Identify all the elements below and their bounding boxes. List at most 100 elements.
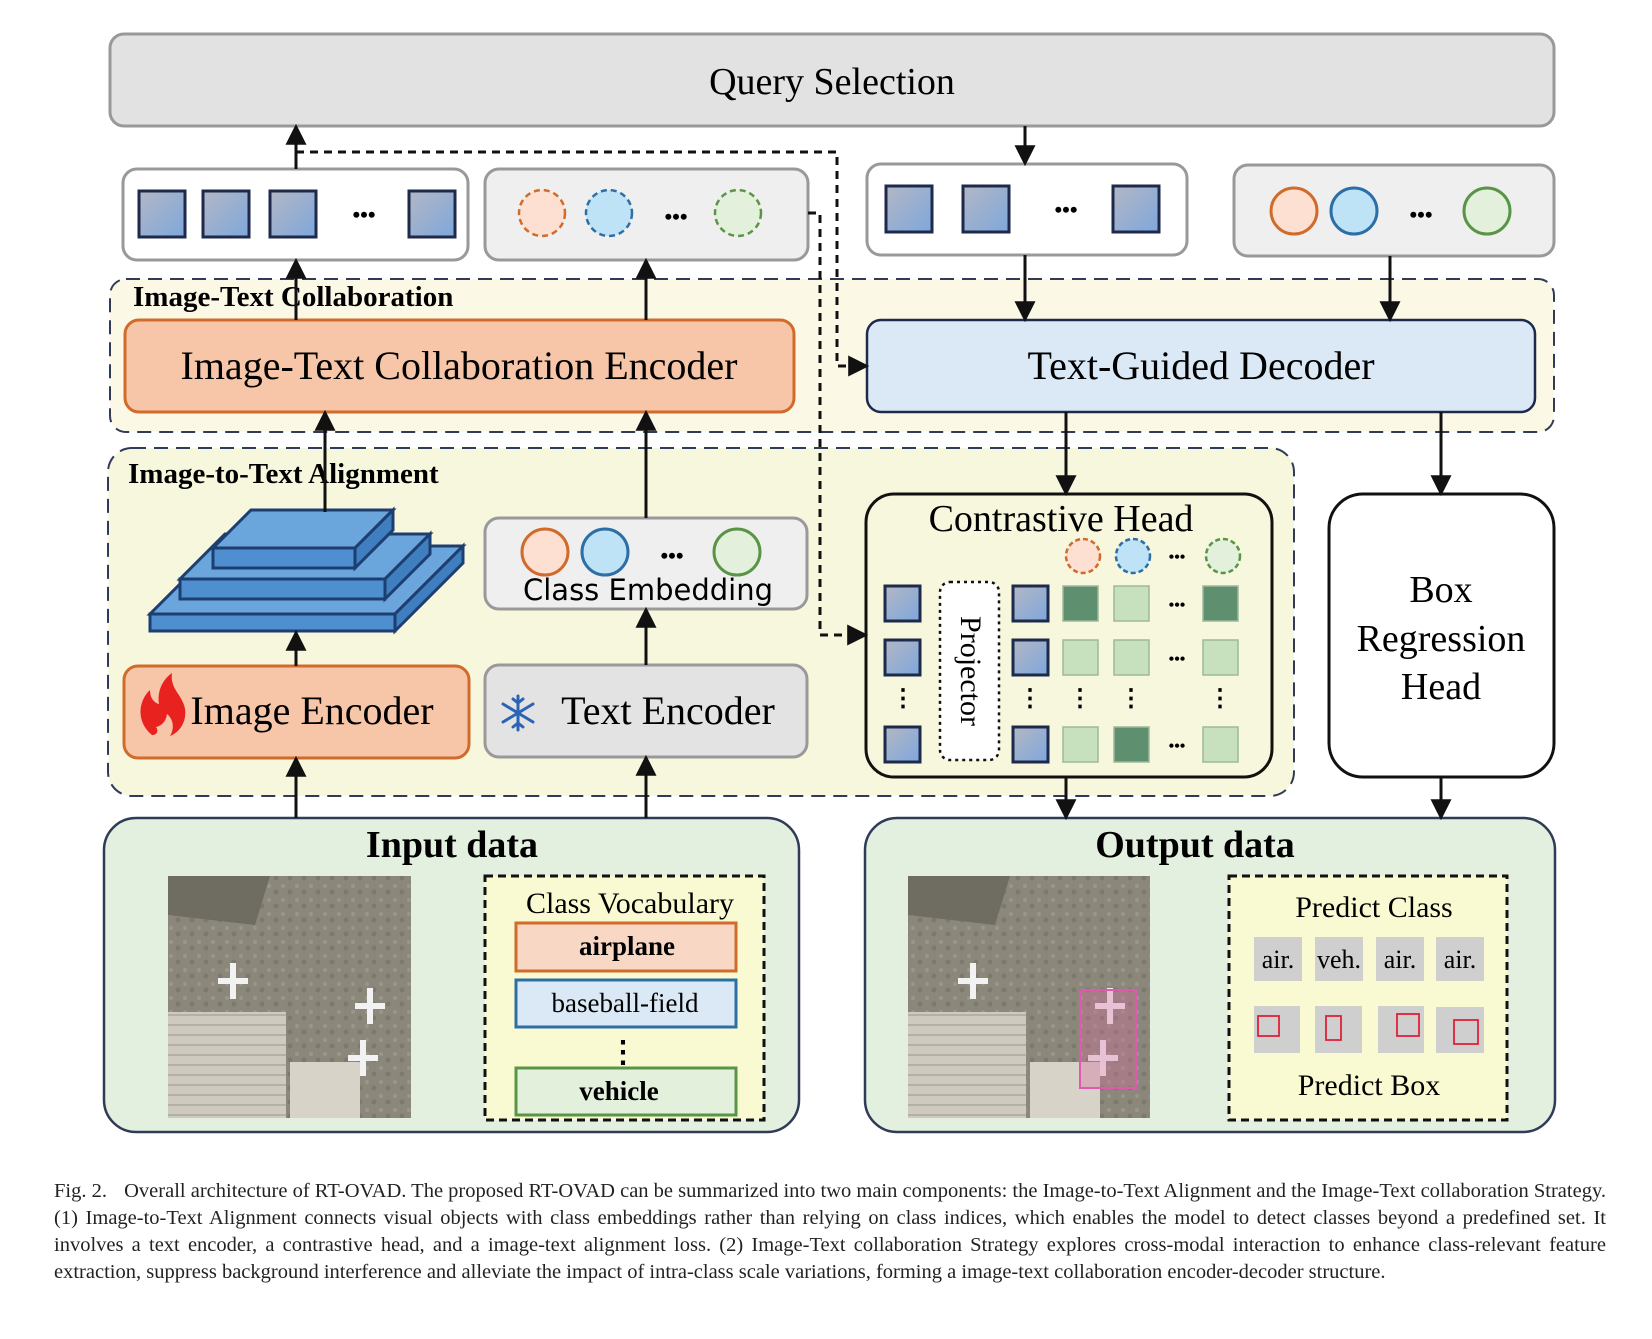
similarity-cell [1062,726,1099,763]
token-circle-vehicle [1204,537,1242,575]
class-embedding-box: ••• Class Embedding [483,516,809,611]
detection-box [1079,989,1137,1089]
token-square [883,638,922,677]
vocab-item-airplane [514,921,738,973]
vocab-item-airplane-label: airplane [579,931,675,961]
collab-encoder-label: Image-Text Collaboration Encoder [181,343,738,388]
snowflake-icon [501,694,535,732]
box-head-line-2: Regression [1357,618,1526,660]
encoder-image-tokens: ••• [121,167,470,262]
predict-class-title: Predict Class [1295,891,1453,924]
vertical-ellipsis: ⋮ [1208,686,1232,712]
vertical-ellipsis: ⋮ [891,686,915,712]
box-regression-head: Box Regression Head [1327,492,1556,779]
token-square [1011,638,1050,677]
flow-arrows [285,123,1452,821]
decoder-text-queries: ••• [1232,163,1556,258]
encoder-text-tokens: ••• [483,167,810,262]
similarity-cell [1062,639,1099,676]
predict-class-cell [1436,937,1484,981]
token-square [961,184,1011,234]
vertical-ellipsis: ⋮ [1119,686,1143,712]
figure-caption-text: Overall architecture of RT-OVAD. The pro… [54,1180,1606,1283]
predict-box-cell [1436,1007,1484,1053]
ellipsis: ••• [1409,202,1432,227]
predict-class-cell [1254,937,1302,981]
vertical-ellipsis: ⋮ [608,1036,638,1069]
ellipsis: ••• [1169,597,1186,614]
ellipsis: ••• [352,202,375,227]
class-vocabulary-title: Class Vocabulary [526,887,734,920]
box-head-line-1: Box [1409,569,1472,611]
token-circle-vehicle [1462,186,1512,236]
ellipsis: ••• [1169,549,1186,566]
collab-encoder-box: Image-Text Collaboration Encoder [123,318,796,414]
predict-box-mark [1396,1013,1420,1037]
token-square [201,189,251,239]
vertical-ellipsis: ⋮ [1018,686,1042,712]
image-encoder-label: Image Encoder [190,688,433,733]
output-data-title: Output data [1095,824,1295,866]
predict-box-mark [1325,1015,1342,1041]
token-circle-baseball [1114,537,1152,575]
similarity-cell [1202,639,1239,676]
output-data-panel: Output data Predict Class air. veh. air.… [863,816,1557,1134]
class-embedding-label: Class Embedding [523,573,773,607]
box-head-line-3: Head [1401,666,1481,708]
predict-box-mark [1453,1019,1479,1045]
airplane-icon [958,963,1125,1076]
similarity-cell [1202,726,1239,763]
text-decoder-label: Text-Guided Decoder [1027,343,1374,388]
predict-class-label: air. [1444,945,1477,974]
token-circle-airplane [1269,186,1319,236]
token-circle-baseball [584,188,634,238]
figure-label: Fig. 2. [54,1180,107,1202]
predict-class-label: air. [1262,945,1295,974]
input-data-panel: Input data Class Vocabulary airplane bas… [102,816,801,1134]
dashed-arrow-image-tokens-to-decoder [296,150,870,377]
projector-label: Projector [954,616,987,726]
token-circle-airplane [520,527,570,577]
similarity-cell [1113,726,1150,763]
query-selection-label: Query Selection [709,61,955,103]
contrastive-head-box: Contrastive Head ••• ⋮ Projector ••• •••… [864,492,1274,779]
token-circle-airplane [1064,537,1102,575]
vocab-item-vehicle [514,1066,738,1117]
token-circle-vehicle [713,188,763,238]
prediction-box [1227,874,1509,1122]
collab-region-title: Image-Text Collaboration [133,281,453,313]
projector-box [938,580,1001,762]
predict-box-cell [1254,1006,1300,1053]
fire-icon [140,673,186,736]
token-square [268,189,318,239]
vocab-item-vehicle-label: vehicle [579,1076,658,1106]
vertical-ellipsis: ⋮ [1068,686,1092,712]
vocab-item-baseball-field [514,978,738,1029]
token-circle-baseball [580,527,630,577]
text-encoder-label: Text Encoder [561,688,775,733]
align-region-title: Image-to-Text Alignment [128,458,439,490]
figure-caption: Fig. 2. Overall architecture of RT-OVAD.… [54,1178,1606,1286]
vocab-item-baseball-field-label: baseball-field [552,988,699,1018]
text-encoder-box: Text Encoder [483,663,809,759]
predict-class-label: veh. [1317,945,1361,974]
feature-pyramid-icon [146,506,467,635]
decoder-image-queries: ••• [865,162,1189,257]
query-selection-box: Query Selection [108,32,1556,128]
predict-box-title: Predict Box [1298,1069,1441,1102]
token-square [884,184,934,234]
contrastive-head-label: Contrastive Head [929,498,1194,540]
dashed-arrow-text-tokens-to-contrastive-head [808,211,869,646]
similarity-cell [1202,585,1239,622]
similarity-cell [1062,585,1099,622]
predict-box-cell [1315,1006,1362,1053]
token-circle-airplane [517,188,567,238]
aerial-image-input [168,876,411,1118]
similarity-cell [1113,585,1150,622]
token-square [407,189,457,239]
token-square [1011,725,1050,764]
ellipsis: ••• [660,543,683,568]
token-square [137,189,187,239]
predict-box-cell [1378,1006,1424,1053]
